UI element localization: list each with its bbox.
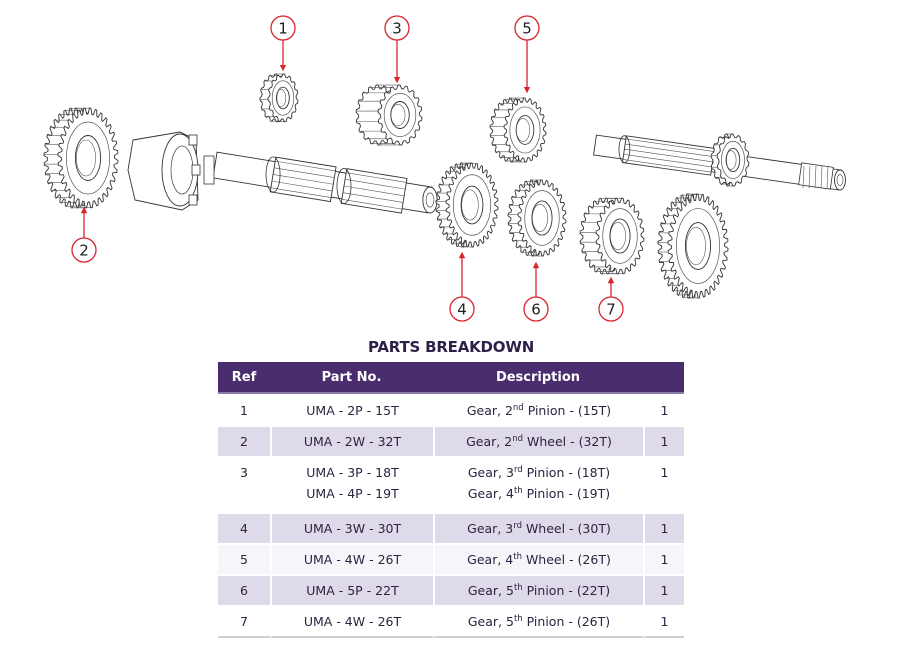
cell-part-no: UMA - 3P - 18T UMA - 4P - 19T <box>270 456 433 512</box>
callout-circle <box>598 296 624 322</box>
gear-6-fifth-pinion <box>507 179 567 257</box>
exploded-gearbox-diagram: 1 2 3 4 5 6 7 <box>43 15 846 322</box>
table-row: 6 UMA - 5P - 22T Gear, 5th Pinion - (22T) 1 <box>218 574 684 605</box>
callout-circle <box>449 296 475 322</box>
part-description: Gear, 2nd Pinion - (15T) <box>466 403 612 418</box>
part-number: UMA - 4W - 26T <box>303 614 402 629</box>
header-ref: Ref <box>218 362 270 394</box>
table-row: 7 UMA - 4W - 26T Gear, 5th Pinion - (26T) 1 <box>218 605 684 638</box>
part-number: UMA - 4W - 26T <box>303 552 402 567</box>
part-description: Gear, 3rd Pinion - (18T) <box>467 465 611 480</box>
cell-description: Gear, 4th Wheel - (26T) <box>433 543 643 574</box>
cell-description: Gear, 3rd Wheel - (30T) <box>433 512 643 543</box>
header-qty <box>643 362 684 394</box>
cell-qty: 1 <box>643 574 684 605</box>
part-description: Gear, 5th Pinion - (26T) <box>467 614 611 629</box>
cell-ref: 6 <box>218 574 270 605</box>
cell-description: Gear, 2nd Wheel - (32T) <box>433 425 643 456</box>
table-row: 3 UMA - 3P - 18T UMA - 4P - 19T Gear, 3rd P… <box>218 456 684 512</box>
cell-part-no: UMA - 3W - 30T <box>270 512 433 543</box>
cell-description: Gear, 5th Pinion - (22T) <box>433 574 643 605</box>
cell-part-no: UMA - 4W - 26T <box>270 605 433 638</box>
table-row: 1 UMA - 2P - 15T Gear, 2nd Pinion - (15T) 1 <box>218 394 684 425</box>
callout-1: 1 <box>270 15 296 72</box>
gear-2-second-wheel <box>43 107 119 209</box>
cell-ref: 1 <box>218 394 270 425</box>
parts-table: Ref Part No. Description 1 UMA - 2P - 15T… <box>218 362 684 638</box>
parts-breakdown-title: PARTS BREAKDOWN <box>367 338 535 356</box>
cell-ref: 3 <box>218 456 270 512</box>
cell-ref: 4 <box>218 512 270 543</box>
cell-qty: 1 <box>643 456 684 512</box>
cell-part-no: UMA - 4W - 26T <box>270 543 433 574</box>
cell-part-no: UMA - 2P - 15T <box>270 394 433 425</box>
callout-4: 4 <box>449 251 475 322</box>
cell-part-no: UMA - 5P - 22T <box>270 574 433 605</box>
part-number: UMA - 3P - 18T <box>306 465 399 480</box>
mainshaft-spline-end <box>798 162 834 190</box>
callout-number: 5 <box>522 20 532 38</box>
callout-number: 2 <box>79 242 89 260</box>
callout-circle <box>270 15 296 41</box>
part-description: Gear, 4th Pinion - (19T) <box>467 486 611 501</box>
callout-2: 2 <box>71 206 97 263</box>
header-description: Description <box>433 362 643 394</box>
cell-qty: 1 <box>643 512 684 543</box>
part-number: UMA - 2W - 32T <box>303 434 402 449</box>
cell-qty: 1 <box>643 605 684 638</box>
callout-circle <box>523 296 549 322</box>
callout-6: 6 <box>523 261 549 322</box>
cell-ref: 5 <box>218 543 270 574</box>
part-number: UMA - 2P - 15T <box>306 403 399 418</box>
gear-5-fourth-wheel <box>489 97 547 163</box>
part-number: UMA - 5P - 22T <box>306 583 399 598</box>
callout-circle <box>384 15 410 41</box>
cell-qty: 1 <box>643 425 684 456</box>
part-description: Gear, 2nd Wheel - (32T) <box>466 434 612 449</box>
callout-number: 6 <box>531 301 541 319</box>
callout-number: 3 <box>392 20 402 38</box>
cell-description: Gear, 2nd Pinion - (15T) <box>433 394 643 425</box>
table-header-row: Ref Part No. Description <box>218 362 684 394</box>
cell-description: Gear, 3rd Pinion - (18T) Gear, 4th Pinion… <box>433 456 643 512</box>
callout-circle <box>514 15 540 41</box>
gear-4-third-wheel <box>435 162 499 248</box>
part-description: Gear, 5th Pinion - (22T) <box>467 583 611 598</box>
mainshaft-fixed-gear <box>710 133 750 187</box>
gear-1-second-pinion <box>259 73 299 123</box>
table-row: 5 UMA - 4W - 26T Gear, 4th Wheel - (26T) 1 <box>218 543 684 574</box>
sleeve-hub <box>127 131 215 211</box>
cell-qty: 1 <box>643 543 684 574</box>
cell-qty: 1 <box>643 394 684 425</box>
cell-description: Gear, 5th Pinion - (26T) <box>433 605 643 638</box>
table-row: 4 UMA - 3W - 30T Gear, 3rd Wheel - (30T) 1 <box>218 512 684 543</box>
part-description: Gear, 3rd Wheel - (30T) <box>467 521 611 536</box>
table-row: 2 UMA - 2W - 32T Gear, 2nd Wheel - (32T) 1 <box>218 425 684 456</box>
callout-circle <box>71 237 97 263</box>
gear-7-fifth-pinion <box>579 197 645 275</box>
callout-number: 1 <box>278 20 288 38</box>
output-wheel-gear <box>657 193 729 299</box>
cell-ref: 2 <box>218 425 270 456</box>
countershaft <box>212 151 438 214</box>
gear-3-third-fourth-pinion-cluster <box>355 84 423 146</box>
callout-number: 4 <box>457 301 467 319</box>
callout-3: 3 <box>384 15 410 84</box>
callout-number: 7 <box>606 301 616 319</box>
cell-part-no: UMA - 2W - 32T <box>270 425 433 456</box>
cell-ref: 7 <box>218 605 270 638</box>
part-number: UMA - 4P - 19T <box>306 486 399 501</box>
part-number: UMA - 3W - 30T <box>303 521 402 536</box>
part-description: Gear, 4th Wheel - (26T) <box>467 552 611 567</box>
callout-5: 5 <box>514 15 540 94</box>
callout-7: 7 <box>598 276 624 322</box>
header-part-no: Part No. <box>270 362 433 394</box>
